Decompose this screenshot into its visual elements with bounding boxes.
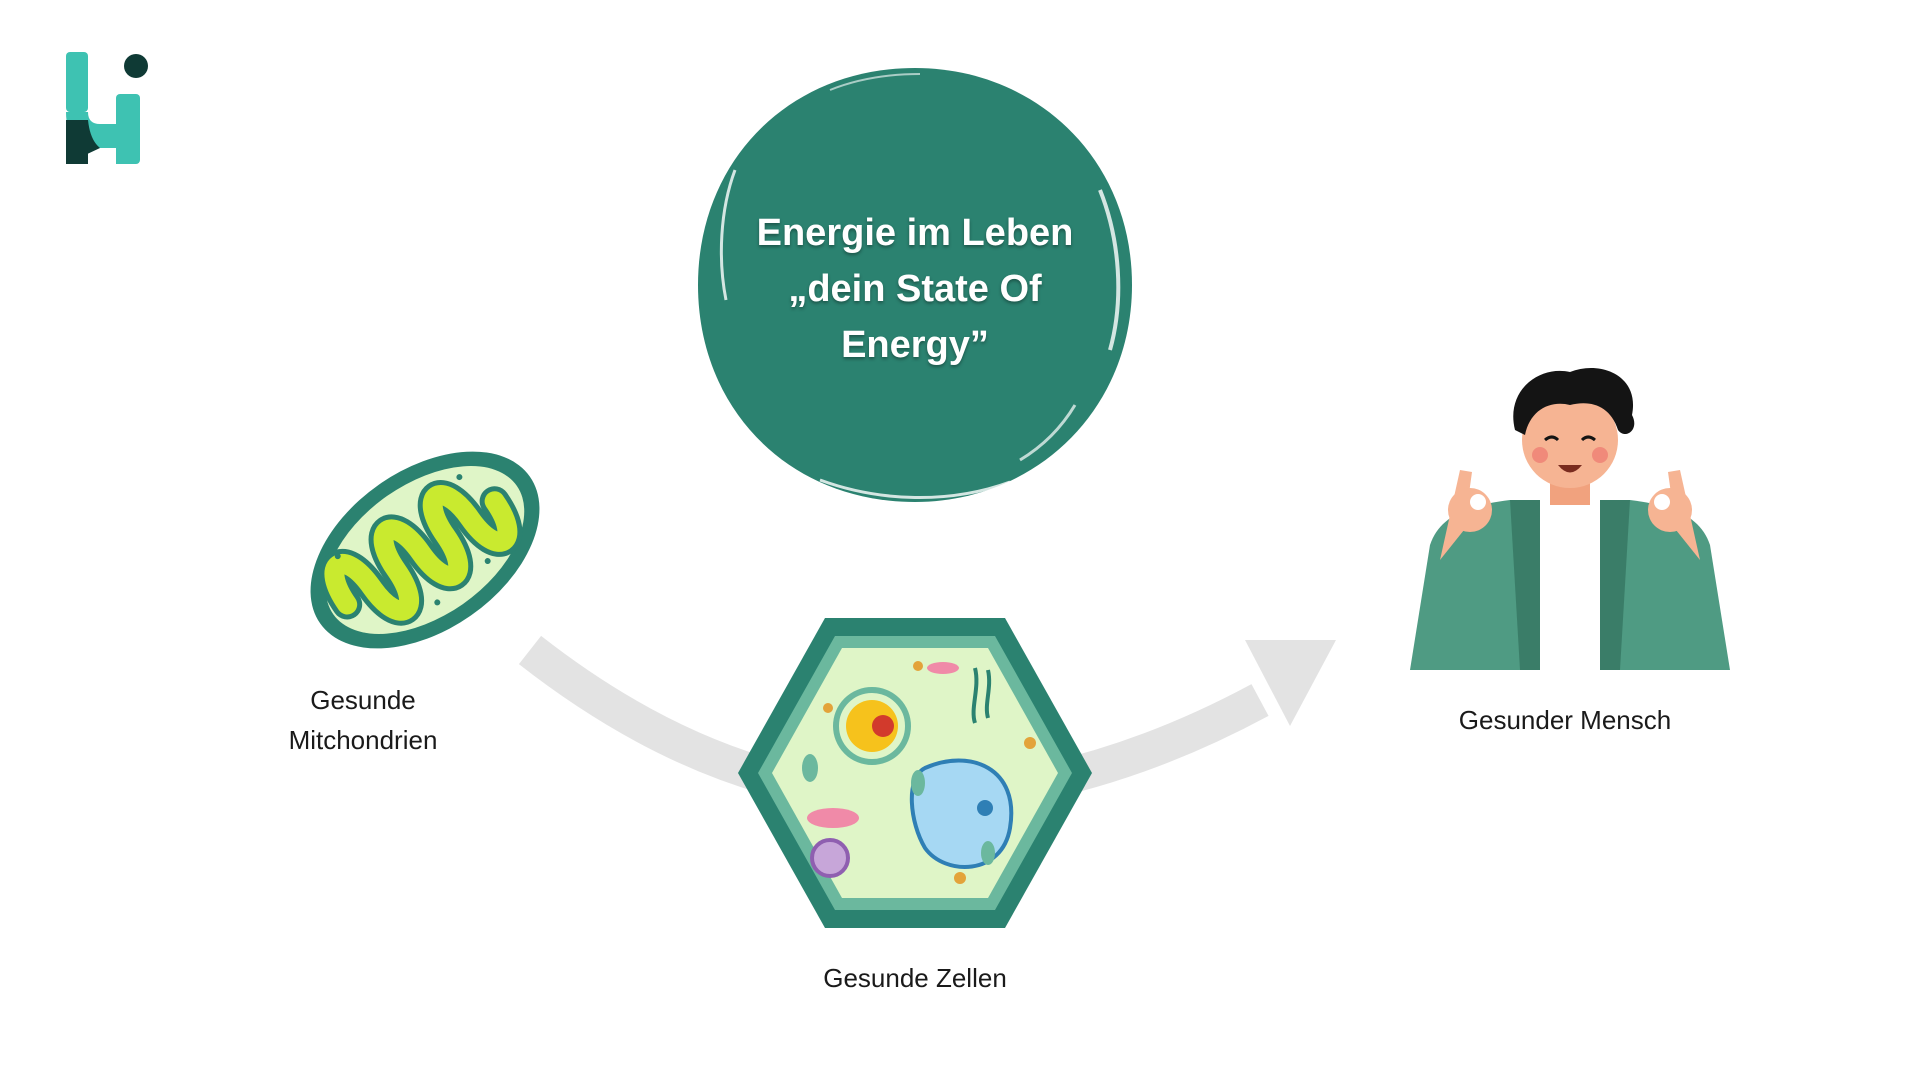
label-human: Gesunder Mensch: [1458, 705, 1672, 735]
arrow-head: [1245, 640, 1336, 726]
title-line-2: „dein State Of: [788, 268, 1042, 310]
title-line-3: Energy”: [841, 324, 989, 366]
label-mitochondria-line-2: Mitchondrien: [288, 725, 438, 755]
label-mitochondria: Gesunde Mitchondrien: [258, 680, 468, 760]
label-mitochondria-line-1: Gesunde: [310, 685, 416, 715]
title-line-1: Energie im Leben: [756, 212, 1074, 254]
brand-logo: [66, 52, 148, 164]
happy-person-icon: [1410, 367, 1730, 670]
cell-icon: [738, 618, 1092, 928]
diagram-title: Energie im Leben „dein State Of Energy”: [720, 205, 1110, 373]
title-blob: [698, 68, 1132, 502]
mitochondria-icon: [310, 451, 540, 649]
label-cell: Gesunde Zellen: [823, 963, 1007, 993]
